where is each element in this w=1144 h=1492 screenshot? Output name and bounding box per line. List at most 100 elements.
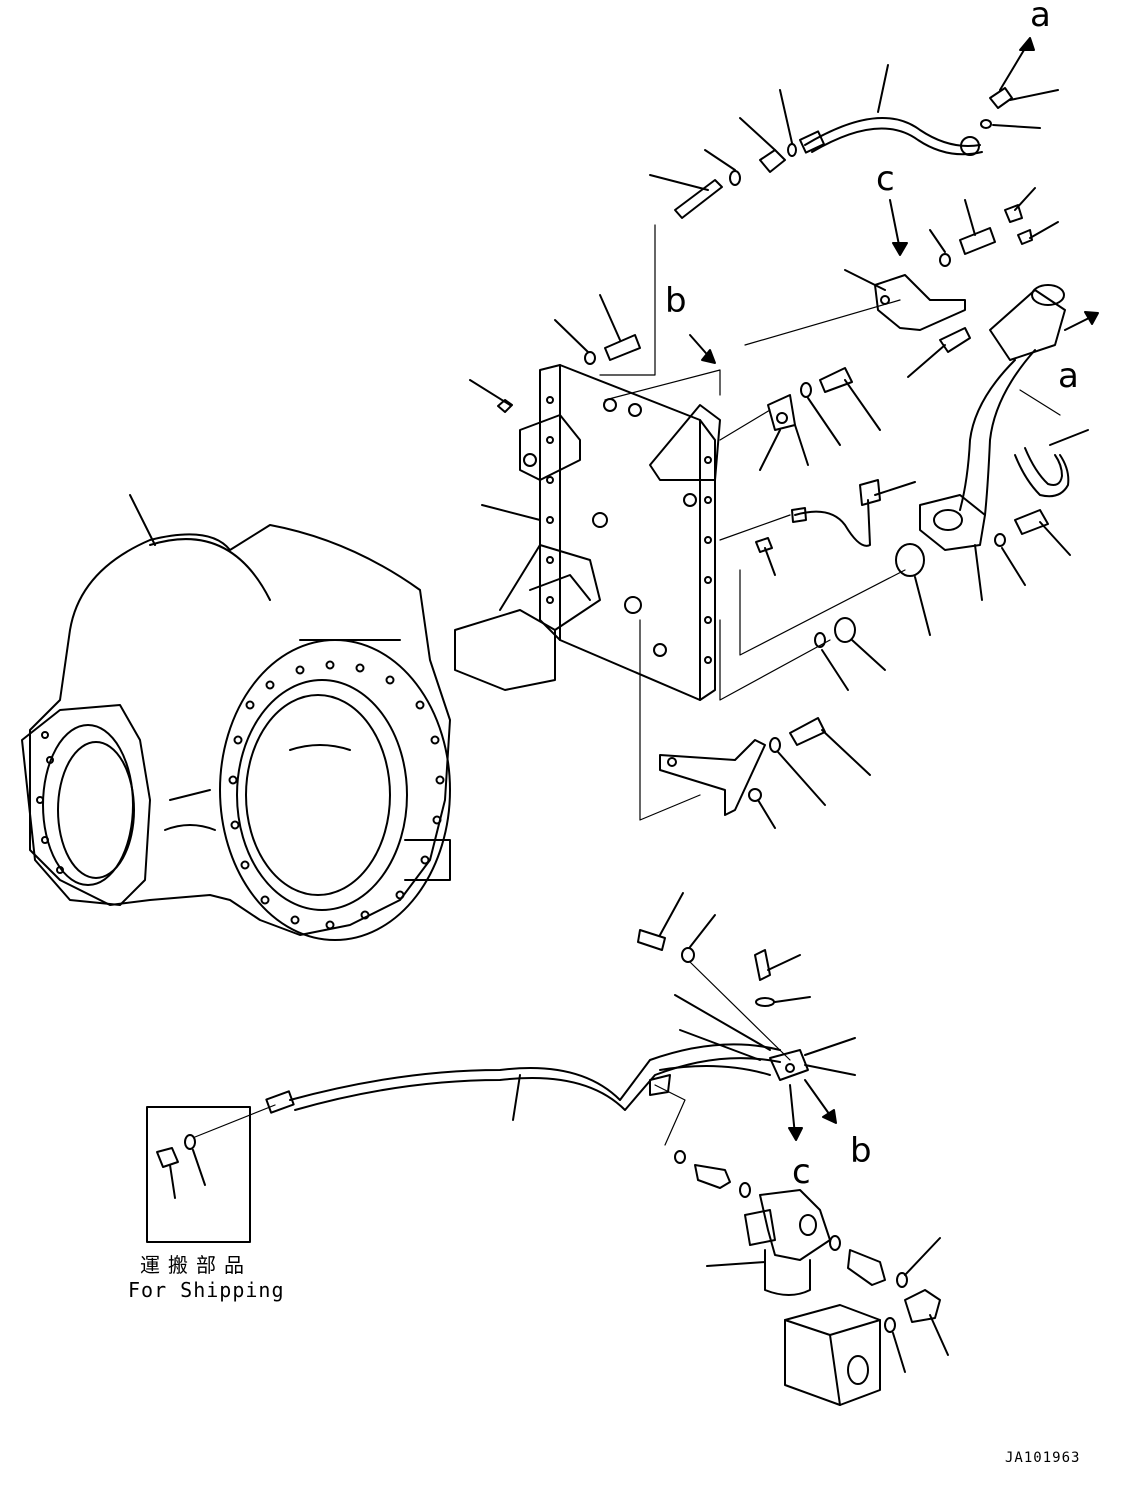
leader-line xyxy=(659,892,684,936)
upper-hose xyxy=(798,117,983,156)
washer xyxy=(939,253,951,267)
guide-line xyxy=(1019,389,1061,416)
shipping-box xyxy=(146,1106,251,1243)
nut xyxy=(1004,204,1023,223)
leader-line xyxy=(481,504,541,521)
leader-line xyxy=(774,996,811,1003)
leader-line xyxy=(777,751,826,806)
leader-line xyxy=(674,994,771,1051)
leader-line xyxy=(914,576,931,636)
callout-a-top: a xyxy=(1030,0,1051,35)
leader-line xyxy=(929,1314,949,1356)
leader-line xyxy=(739,117,776,151)
leader-line xyxy=(844,269,886,291)
leader-line xyxy=(892,1332,906,1373)
washer xyxy=(994,533,1006,547)
leader-line xyxy=(992,124,1041,129)
bolt xyxy=(789,717,826,746)
leader-line xyxy=(1029,221,1059,239)
o-ring xyxy=(787,143,797,157)
leader-line xyxy=(821,729,871,776)
leader-line xyxy=(874,481,916,496)
leader-line xyxy=(689,914,716,948)
leader-line xyxy=(794,424,809,466)
leader-line xyxy=(964,199,976,236)
o-ring xyxy=(184,1134,196,1150)
guide-line xyxy=(194,1104,276,1138)
callout-a-right: a xyxy=(1058,356,1079,396)
o-ring xyxy=(674,1150,686,1164)
leader-line xyxy=(129,494,156,546)
adapter-fitting xyxy=(759,149,786,173)
leader-line xyxy=(779,89,793,144)
leader-line xyxy=(804,1064,856,1076)
guide-line xyxy=(719,409,771,441)
sensor-harness xyxy=(791,479,881,547)
washer xyxy=(681,947,695,963)
o-ring xyxy=(980,119,992,129)
leader-line xyxy=(706,1261,766,1267)
leader-line xyxy=(764,547,776,576)
adapter-fitting xyxy=(847,1249,886,1286)
plug-part xyxy=(497,399,513,413)
o-ring xyxy=(896,1272,908,1288)
drawing-code: JA101963 xyxy=(1005,1450,1080,1466)
leader-line xyxy=(704,149,736,171)
leader-line xyxy=(759,429,781,471)
axle-housing xyxy=(21,524,451,941)
leader-line xyxy=(1039,521,1071,556)
clip-bracket xyxy=(874,274,966,331)
leader-line xyxy=(512,1074,521,1121)
guide-line xyxy=(719,619,831,701)
guide-line xyxy=(719,514,791,541)
o-ring xyxy=(739,1182,751,1198)
guide-line xyxy=(639,619,701,821)
washer xyxy=(729,170,741,186)
bolt xyxy=(637,929,666,951)
leader-line xyxy=(929,229,946,253)
arrow-c-top xyxy=(889,199,901,251)
leader-line xyxy=(599,294,621,341)
guide-line xyxy=(604,369,721,401)
o-ring xyxy=(884,1317,896,1333)
plug xyxy=(834,617,856,643)
long-bolt xyxy=(674,179,723,219)
leader-line xyxy=(907,344,946,378)
nut xyxy=(1017,229,1033,245)
o-ring xyxy=(814,632,826,648)
leader-line xyxy=(1001,547,1026,586)
cap xyxy=(895,543,925,577)
washer xyxy=(800,382,812,398)
plug xyxy=(156,1147,179,1168)
oil-pipe xyxy=(919,284,1070,551)
shipping-label-en: For Shipping xyxy=(128,1278,285,1302)
filter xyxy=(744,1189,831,1296)
elbow-fitting xyxy=(989,87,1013,109)
guide-line xyxy=(599,224,656,376)
arrow-b-bottom xyxy=(804,1079,833,1119)
leader-line xyxy=(844,379,881,431)
mounting-plate xyxy=(454,364,721,701)
arrow-head xyxy=(1019,37,1035,51)
callout-b-bottom: b xyxy=(850,1131,872,1171)
leader-line xyxy=(974,544,983,601)
shipping-label-jp: 運搬部品 xyxy=(140,1253,252,1277)
leader-line xyxy=(877,64,889,113)
valve-block xyxy=(784,1304,881,1406)
callout-c-bottom: c xyxy=(792,1152,811,1192)
leader-line xyxy=(1009,89,1059,101)
bolt xyxy=(604,334,641,361)
leader-line xyxy=(1014,187,1036,211)
lower-hose xyxy=(265,1043,809,1114)
guide-line xyxy=(654,1084,686,1146)
leader-line xyxy=(757,799,776,829)
leader-line xyxy=(649,174,709,191)
guide-line xyxy=(739,569,906,656)
leader-line xyxy=(804,1037,856,1056)
leader-line xyxy=(554,319,589,353)
arrow-c-bottom xyxy=(789,1084,796,1136)
plug xyxy=(755,537,773,553)
leader-line xyxy=(821,649,849,691)
elbow-fitting xyxy=(904,1289,941,1323)
